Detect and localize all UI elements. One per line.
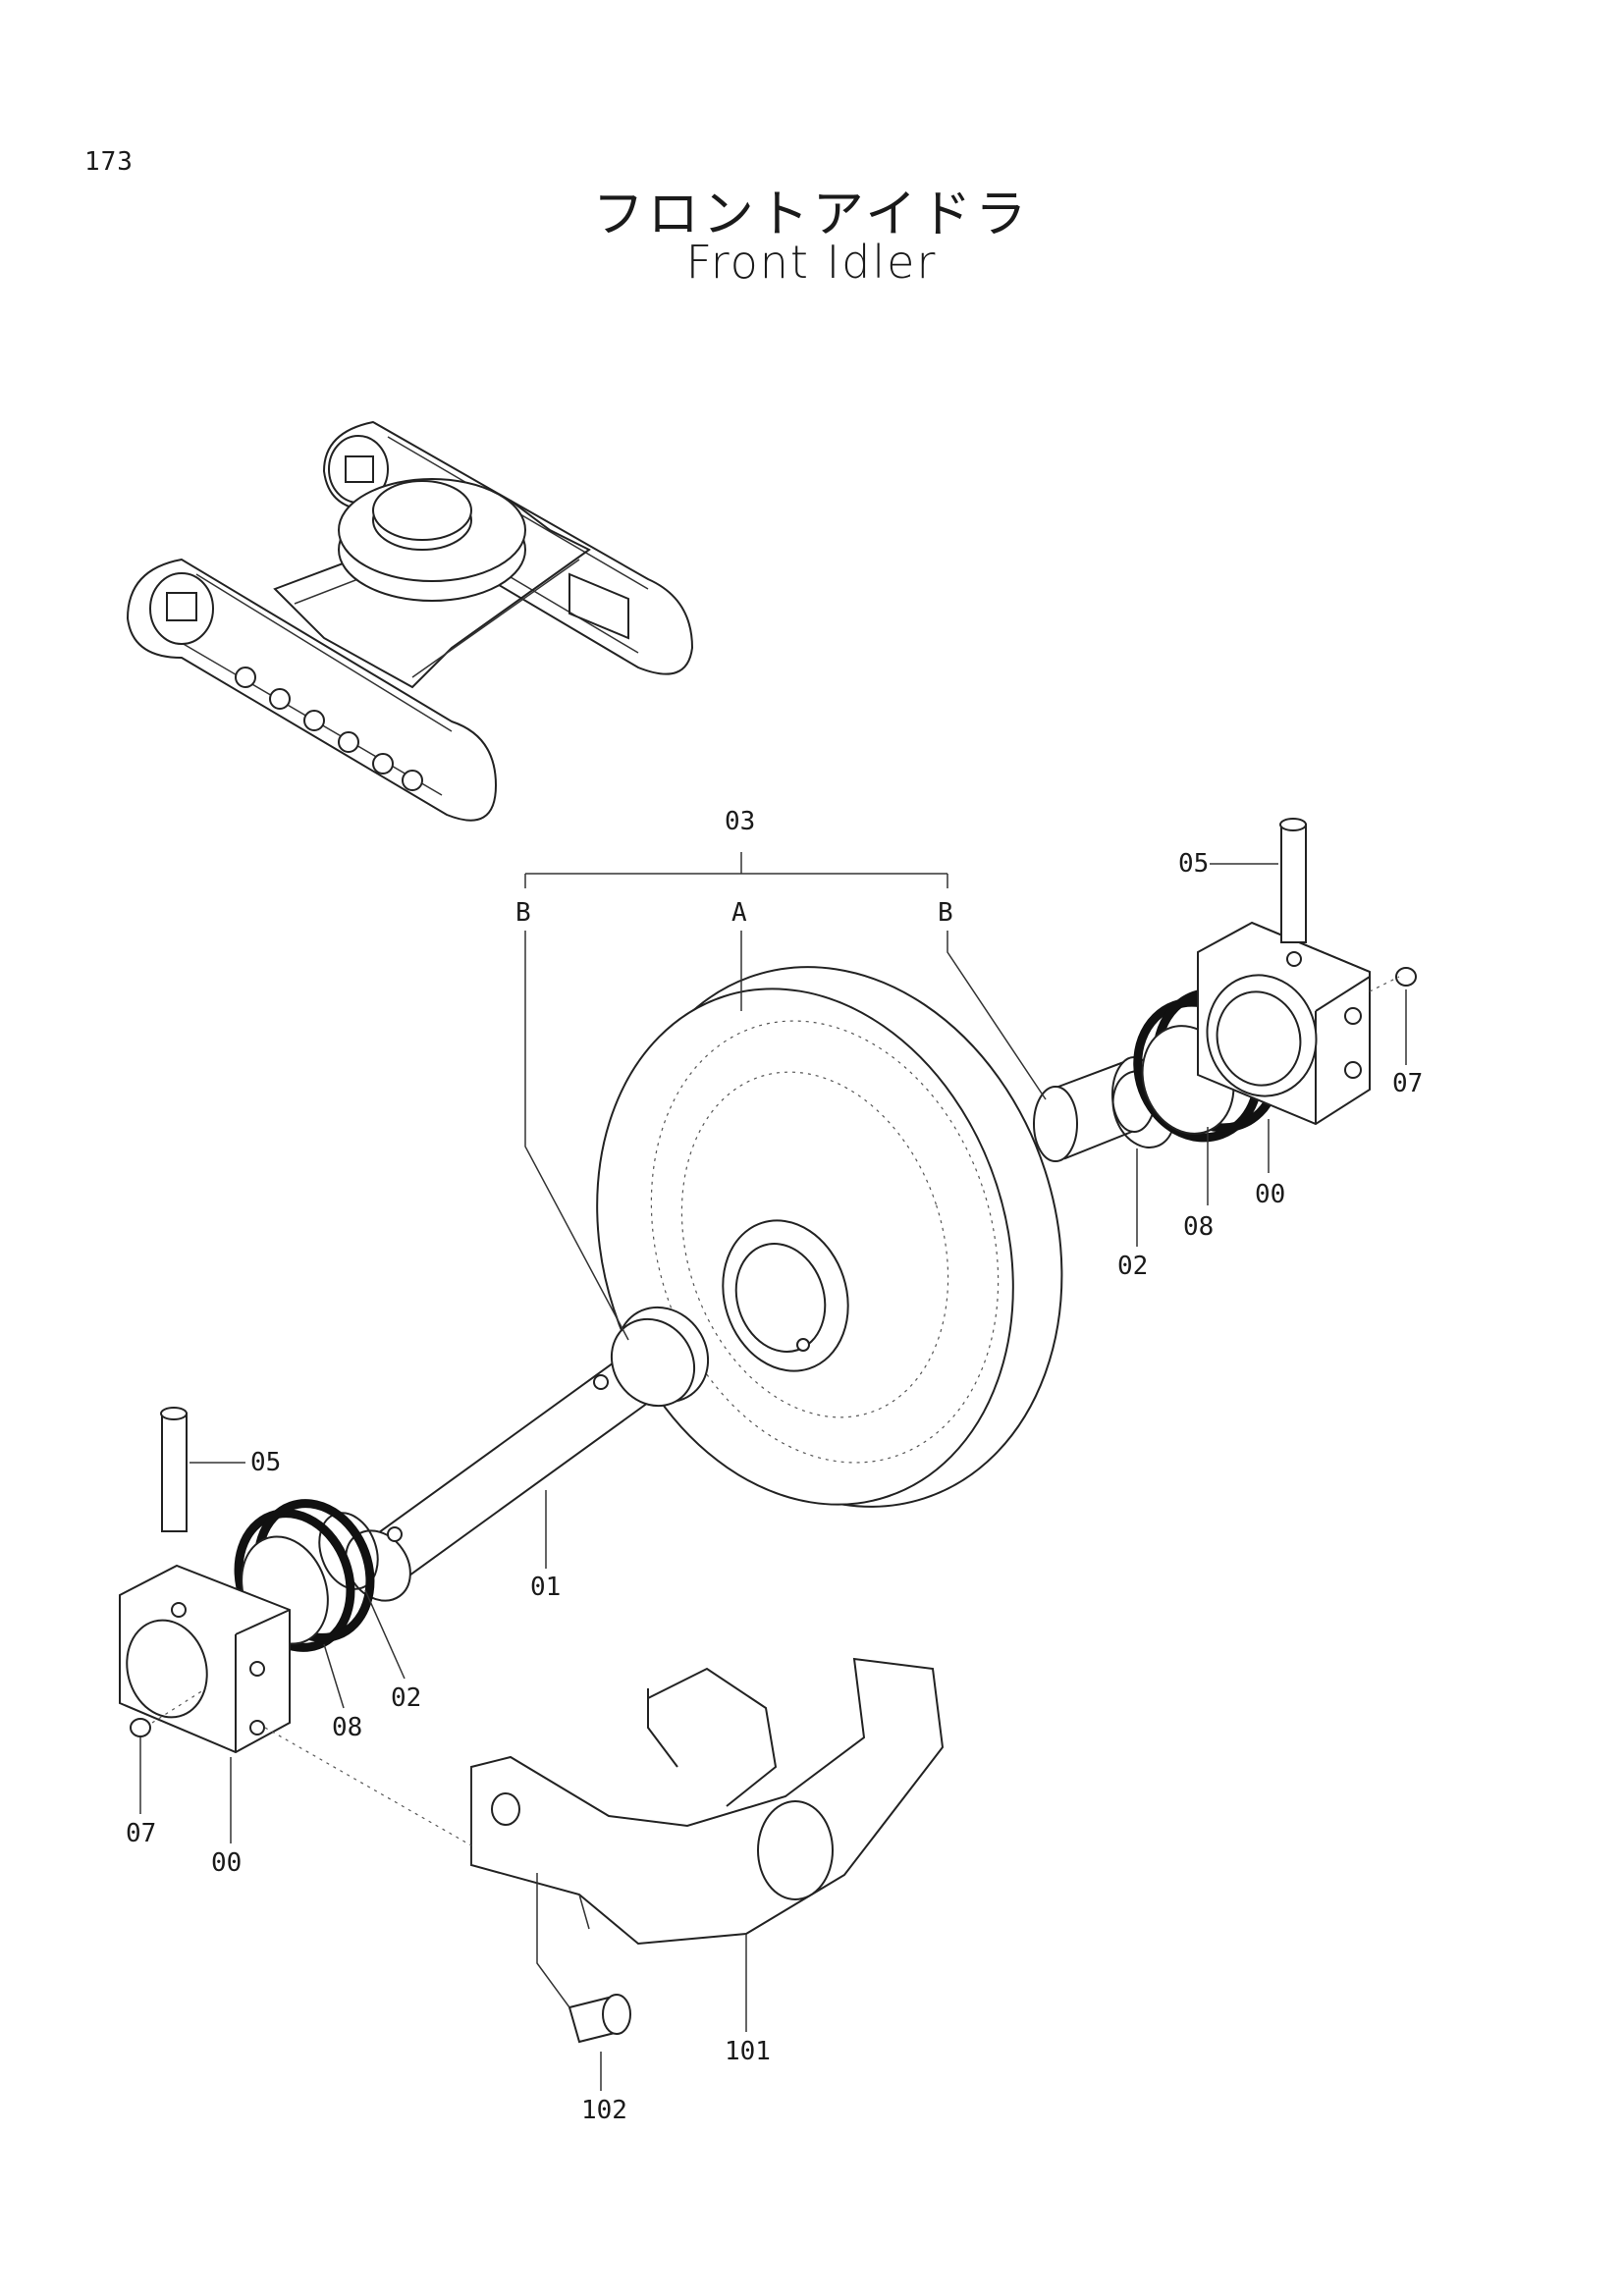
callout-01: 01 [530,1573,561,1602]
callout-02-right: 02 [1117,1252,1148,1281]
callout-b-right: B [938,898,953,928]
leader-lines [139,852,1407,2091]
callout-00-left: 00 [211,1848,242,1878]
right-pin-05 [1279,818,1307,943]
right-bracket-00 [1197,921,1371,1126]
left-pin-05 [160,1407,188,1532]
idler-wheel [596,966,1063,1508]
left-bracket-00 [119,1564,291,1754]
callout-05-left: 05 [250,1448,281,1477]
callout-07-right: 07 [1392,1069,1423,1098]
idler-shaft [345,1306,710,1602]
page-title-english: Front Idler [685,236,938,289]
callout-b-left: B [515,898,531,928]
undercarriage-overview-illustration [126,420,694,822]
page-title-japanese: フロントアイドラ [592,186,1031,244]
bolt-102 [568,1994,631,2044]
callout-05-right: 05 [1178,849,1209,879]
callout-07-left: 07 [126,1819,156,1848]
page-number: 173 [84,147,134,177]
yoke-101 [470,1657,945,1946]
right-plug-07 [1369,967,1417,992]
callout-08-right: 08 [1183,1212,1214,1242]
callout-08-left: 08 [332,1713,362,1742]
callout-102: 102 [581,2096,627,2125]
left-plug-07 [130,1687,207,1737]
callout-labels: 03 B A B 05 07 00 08 02 05 01 02 08 07 0… [126,807,1423,2125]
callout-101: 101 [725,2037,771,2066]
callout-02-left: 02 [391,1683,421,1713]
callout-03: 03 [725,807,755,836]
callout-00-right: 00 [1255,1180,1285,1209]
callout-a: A [731,898,747,928]
